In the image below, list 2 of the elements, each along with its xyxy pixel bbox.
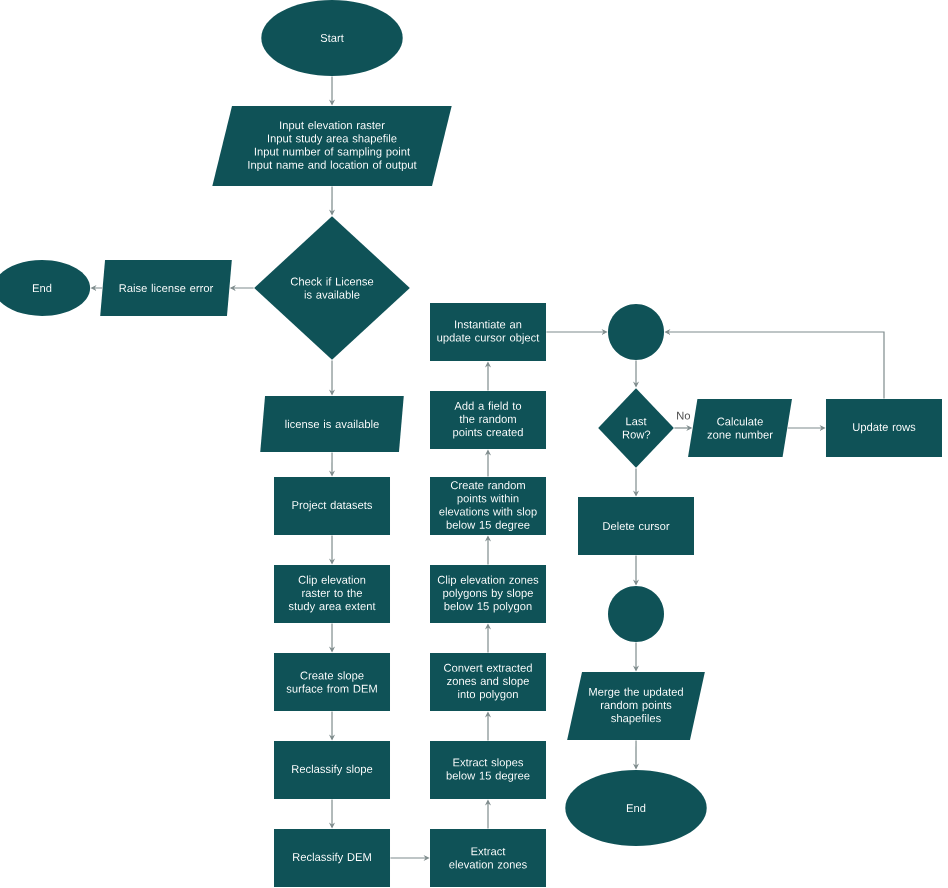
connector-circle <box>608 586 664 642</box>
connector-circle <box>608 304 664 360</box>
